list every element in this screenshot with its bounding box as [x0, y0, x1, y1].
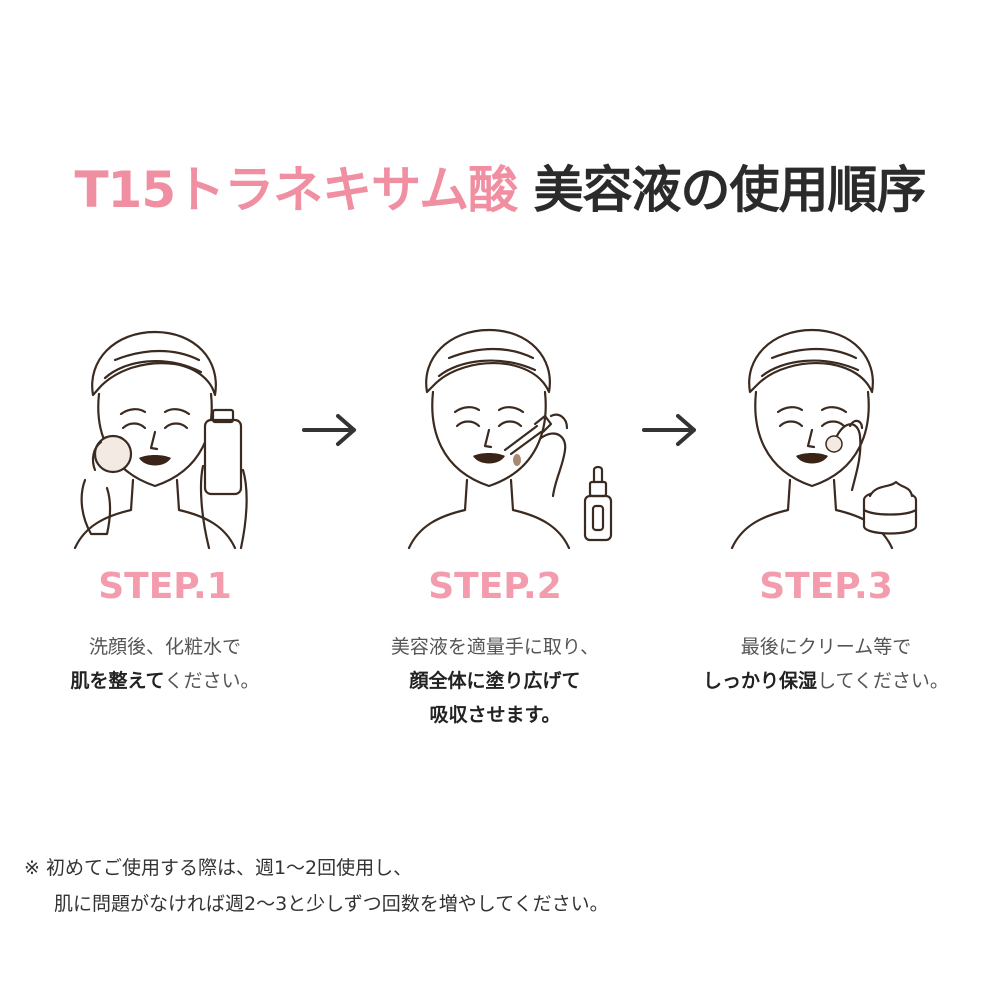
arrow-right-icon [302, 414, 356, 446]
step-text-line: しっかり保湿してください。 [676, 664, 976, 698]
step-text-line: 顔全体に塗り広げて [345, 664, 645, 698]
step-text-line: 美容液を適量手に取り、 [390, 636, 600, 658]
face-dropper-serum-illustration [407, 328, 613, 550]
face-cotton-toner-illustration [73, 330, 248, 550]
page-title: T15トラネキサム酸 美容液の使用順序 [0, 150, 1000, 222]
step-description: 最後にクリーム等で しっかり保湿してください。 [676, 630, 976, 698]
step-text-bold: 顔全体に塗り広げて [409, 670, 581, 692]
note-line-2: 肌に問題がなければ週2～3と少しずつ回数を増やしてください。 [54, 893, 609, 915]
step-description: 美容液を適量手に取り、 顔全体に塗り広げて 吸収させます。 [345, 630, 645, 732]
step-text-bold: しっかり保湿 [703, 670, 818, 692]
step-text-line: 肌を整えてください。 [15, 664, 315, 698]
step-text-rest: ください。 [164, 670, 260, 692]
step-text-line: 最後にクリーム等で [740, 636, 912, 658]
arrow-right-icon [642, 414, 696, 446]
step-label: STEP.2 [428, 566, 562, 607]
title-rest: 美容液の使用順序 [533, 161, 927, 219]
step-text-line: 吸収させます。 [345, 698, 645, 732]
step-text-bold: 肌を整えて [70, 670, 165, 692]
usage-note: ※ 初めてご使用する際は、週1～2回使用し、 肌に問題がなければ週2～3と少しず… [24, 850, 609, 922]
step-text-rest: してください。 [817, 670, 949, 692]
title-highlight: T15トラネキサム酸 [74, 161, 518, 219]
face-cream-jar-illustration [730, 328, 918, 550]
step-text-line: 洗顔後、化粧水で [88, 636, 241, 658]
step-text-bold: 吸収させます。 [429, 704, 561, 726]
step-label: STEP.1 [98, 566, 232, 607]
note-line-1: ※ 初めてご使用する際は、週1～2回使用し、 [24, 857, 413, 879]
step-description: 洗顔後、化粧水で 肌を整えてください。 [15, 630, 315, 698]
step-label: STEP.3 [759, 566, 893, 607]
